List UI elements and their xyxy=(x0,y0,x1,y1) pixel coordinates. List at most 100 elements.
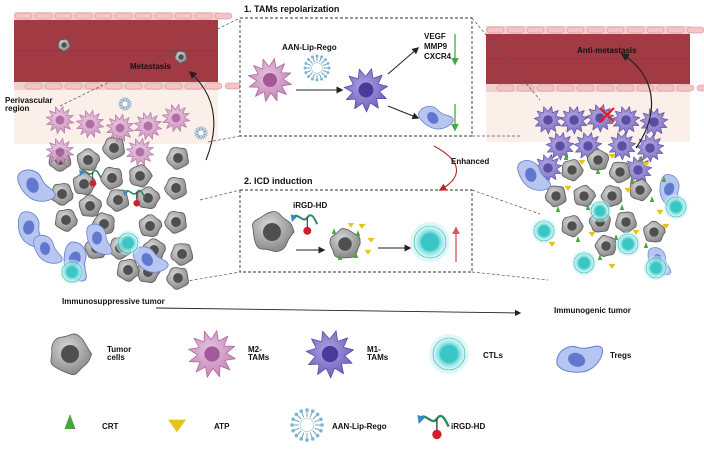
tumor-cell xyxy=(54,208,78,232)
zoom-lines-right-2 xyxy=(471,189,549,281)
panel1-m1-tam xyxy=(343,68,389,113)
tumor-cell xyxy=(106,189,130,212)
m2-tam xyxy=(45,137,75,167)
legend-label-irgd: iRGD-HD xyxy=(451,422,486,431)
tumor-cell xyxy=(561,215,584,238)
m1-tam xyxy=(639,108,669,137)
legend-ctl-icon xyxy=(429,334,469,374)
tumor-cell xyxy=(586,148,609,171)
ctl-cell xyxy=(115,230,141,256)
tumor-cell xyxy=(608,161,631,184)
m2-tam xyxy=(161,103,191,133)
legend-label-tumor: Tumor cells xyxy=(107,345,132,363)
treg-cell xyxy=(17,169,56,202)
atp-marker xyxy=(367,237,375,243)
tumor-cell xyxy=(170,243,194,266)
transition-arrow xyxy=(155,307,522,317)
metastasis-label: Metastasis xyxy=(130,62,171,71)
atp-marker xyxy=(168,419,186,433)
crt-marker xyxy=(619,204,625,210)
crt-marker xyxy=(353,252,359,258)
ctl-cell xyxy=(615,231,641,257)
m2-tam xyxy=(75,109,105,139)
immunosuppressive-tumor-label: Immunosuppressive tumor xyxy=(62,297,165,306)
legend-label-ctl: CTLs xyxy=(483,351,503,360)
floating-liposome xyxy=(118,97,132,111)
m1-tam xyxy=(533,106,563,135)
tumor-cell xyxy=(129,164,153,188)
tumor-cell xyxy=(116,258,140,282)
legend-label-m2: M2-TAMs xyxy=(248,345,270,363)
ctl-cell xyxy=(59,259,85,285)
tumor-cell xyxy=(164,177,187,200)
crt-marker xyxy=(613,234,619,240)
panel2-ctl-cell xyxy=(410,222,450,262)
crt-marker xyxy=(575,236,581,242)
tumor-cell xyxy=(138,214,163,237)
tumor-cell xyxy=(78,194,102,217)
atp-marker xyxy=(608,263,616,269)
atp-marker xyxy=(364,249,372,255)
atp-marker xyxy=(578,159,586,165)
atp-marker xyxy=(588,231,596,237)
panel1-m2-tam xyxy=(248,58,292,102)
tumor-cell xyxy=(600,185,623,208)
treg-cell xyxy=(33,234,63,264)
crt-marker xyxy=(595,168,601,174)
tumor-cell xyxy=(544,185,567,208)
atp-marker xyxy=(548,241,556,247)
panel1-liposome xyxy=(303,54,331,82)
panel1-drug-label: AAN-Lip-Rego xyxy=(282,43,337,52)
m2-tam xyxy=(133,111,163,141)
atp-marker xyxy=(608,153,616,159)
crt-marker xyxy=(355,230,361,236)
panel1-treg xyxy=(418,106,454,130)
panel2-title: 2. ICD induction xyxy=(244,176,313,186)
legend-irgd-icon xyxy=(417,414,450,440)
legend-tumor-icon xyxy=(50,333,93,375)
treg-cell xyxy=(517,160,552,191)
zoom-lines-right-1 xyxy=(471,17,541,137)
ctl-cell xyxy=(588,199,612,223)
tumor-cell xyxy=(166,147,189,170)
legend-label-m1: M1-TAMs xyxy=(367,345,389,363)
tumor-cell xyxy=(102,137,125,160)
m2-tam xyxy=(45,105,75,135)
ctl-cell xyxy=(531,218,557,244)
enhanced-arrow xyxy=(433,145,457,191)
tumor-cell xyxy=(136,186,161,210)
vessel-tumor-cell-2 xyxy=(174,50,188,64)
tumor-cell xyxy=(629,178,653,202)
m2-tam xyxy=(105,113,135,143)
crt-marker xyxy=(337,254,343,260)
treg-cell xyxy=(86,223,113,255)
m2-tam xyxy=(125,137,155,167)
crt-marker xyxy=(597,254,603,260)
atp-marker xyxy=(347,223,355,228)
panel2-drug-label: iRGD-HD xyxy=(293,201,328,210)
perivascular-region-label: Perivascular region xyxy=(5,96,53,114)
anti-metastasis-label: Anti-metastasis xyxy=(577,46,637,55)
legend-label-treg: Tregs xyxy=(610,351,632,360)
panel2-irgd xyxy=(290,214,319,235)
zoom-lines-left-1 xyxy=(59,17,241,143)
vessel-tumor-cell xyxy=(57,38,71,52)
tumor-cell xyxy=(164,211,187,234)
tumor-cell xyxy=(573,184,597,207)
legend-label-crt: CRT xyxy=(102,422,119,431)
treg-cell xyxy=(132,246,169,273)
crt-marker xyxy=(64,414,76,429)
m1-tam xyxy=(635,134,665,163)
anti-metastasis-arrow xyxy=(620,53,652,149)
ctl-cell xyxy=(663,194,689,220)
atp-marker xyxy=(642,161,650,167)
right-blood-vessel xyxy=(486,26,704,92)
enhanced-label: Enhanced xyxy=(451,157,490,166)
tumor-cell xyxy=(76,148,101,171)
marker-vegf: VEGF xyxy=(424,32,446,41)
panel2-tumor-cell xyxy=(252,211,295,252)
crt-marker xyxy=(563,154,569,160)
block-cross-icon xyxy=(599,107,615,123)
